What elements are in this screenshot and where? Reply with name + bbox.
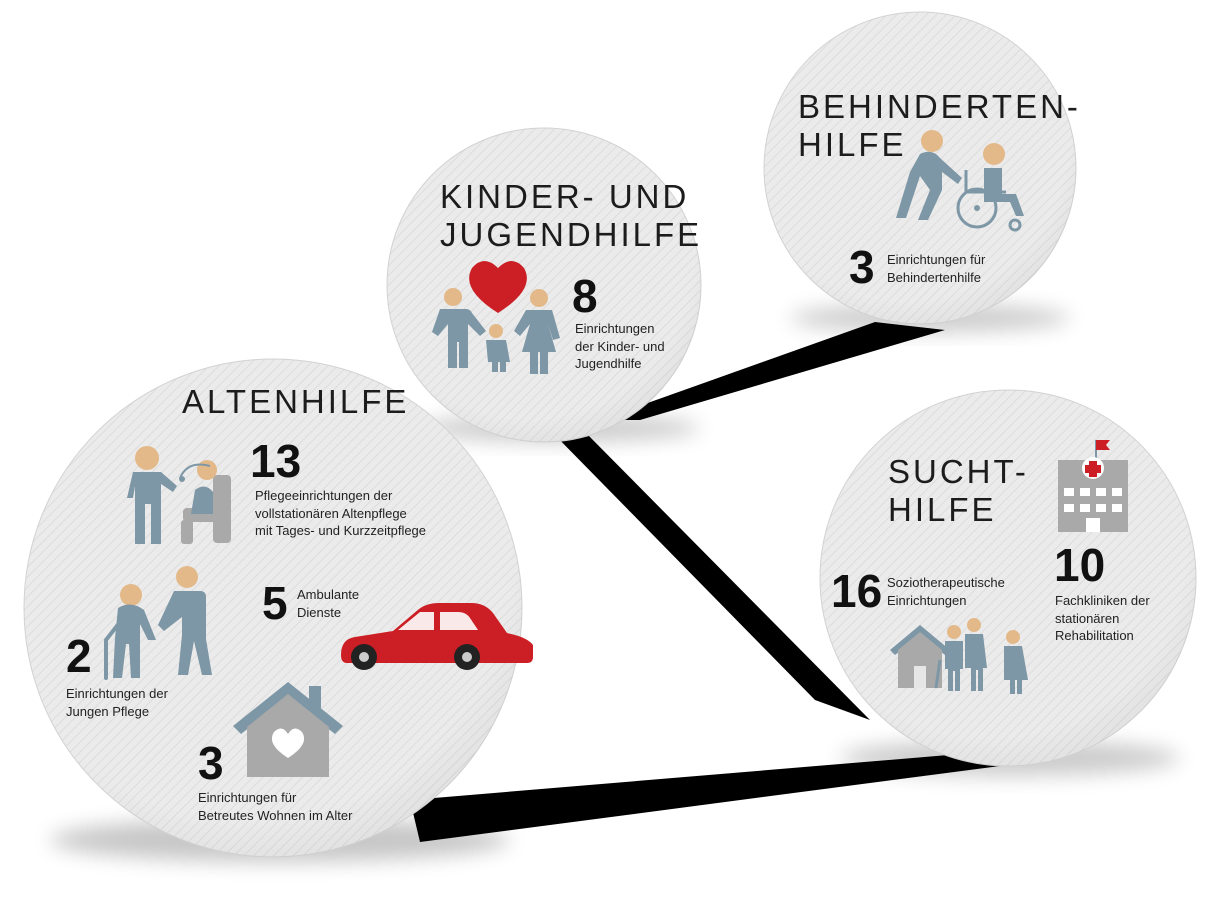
betreutes-wohnen-label-line2: Betreutes Wohnen im Alter <box>198 807 353 823</box>
pflege-count: 13 <box>250 435 302 487</box>
behinderten-label-line1: Einrichtungen für <box>887 252 986 267</box>
junge-pflege-count: 2 <box>66 630 92 682</box>
sucht-title-line1: SUCHT- <box>888 453 1029 490</box>
car-icon <box>341 603 533 670</box>
connector-kinder-behinderten <box>600 322 945 420</box>
connector-alten-sucht <box>410 753 1000 842</box>
kinder-label-line1: Einrichtungen <box>575 321 655 336</box>
kliniken-count: 10 <box>1054 539 1106 591</box>
sucht-title: SUCHT- HILFE <box>888 453 1029 529</box>
behinderten-count: 3 <box>849 241 875 293</box>
betreutes-wohnen-count: 3 <box>198 737 224 789</box>
behinderten-label: Einrichtungen für Behindertenhilfe <box>887 251 985 286</box>
kliniken-label-line3: Rehabilitation <box>1055 628 1134 644</box>
junge-pflege-label-line1: Einrichtungen der <box>66 686 168 701</box>
kinder-label: Einrichtungen der Kinder- und Jugendhilf… <box>575 320 665 373</box>
kliniken-label: Fachkliniken der stationären Rehabilitat… <box>1055 592 1150 645</box>
behinderten-title-line1: BEHINDERTEN- <box>798 88 1081 125</box>
house-heart-icon <box>233 682 343 777</box>
family-heart-icon <box>432 261 560 374</box>
connectors <box>410 322 1000 842</box>
kliniken-label-line1: Fachkliniken der <box>1055 593 1150 608</box>
behinderten-title-line2: HILFE <box>798 125 907 163</box>
kinder-title-line2: JUGENDHILFE <box>440 215 703 253</box>
hospital-icon <box>1058 440 1128 532</box>
connector-kinder-sucht <box>548 428 870 720</box>
junge-pflege-label: Einrichtungen der Jungen Pflege <box>66 685 168 720</box>
pflege-label-line3: mit Tages- und Kurzzeitpflege <box>255 523 427 539</box>
senior-walking-icon <box>104 566 212 680</box>
altenhilfe-title: ALTENHILFE <box>182 383 410 420</box>
pflege-label: Pflegeeinrichtungen der vollstationären … <box>255 487 426 540</box>
kinder-title: KINDER- UND JUGENDHILFE <box>440 178 702 254</box>
kinder-label-line3: Jugendhilfe <box>575 356 642 372</box>
junge-pflege-label-line2: Jungen Pflege <box>66 703 150 719</box>
kinder-count: 8 <box>572 270 598 322</box>
sozio-label-line2: Einrichtungen <box>887 592 967 608</box>
sozio-label: Soziotherapeutische Einrichtungen <box>887 574 1005 609</box>
kliniken-label-line2: stationären <box>1055 610 1120 626</box>
behinderten-title: BEHINDERTEN- HILFE <box>798 88 1081 164</box>
betreutes-wohnen-label-line1: Einrichtungen für <box>198 790 297 805</box>
ambulant-count: 5 <box>262 577 288 629</box>
sucht-title-line2: HILFE <box>888 490 997 528</box>
pflege-label-line1: Pflegeeinrichtungen der <box>255 488 393 503</box>
wheelchair-icon <box>896 130 1024 232</box>
pflege-label-line2: vollstationären Altenpflege <box>255 505 407 521</box>
kinder-label-line2: der Kinder- und <box>575 338 665 354</box>
ambulant-label: Ambulante Dienste <box>297 586 359 621</box>
sozio-label-line1: Soziotherapeutische <box>887 575 1005 590</box>
sozio-count: 16 <box>831 565 883 617</box>
betreutes-wohnen-label: Einrichtungen für Betreutes Wohnen im Al… <box>198 789 352 824</box>
kinder-title-line1: KINDER- UND <box>440 178 690 215</box>
caregiver-senior-icon <box>127 446 231 544</box>
behinderten-label-line2: Behindertenhilfe <box>887 269 981 285</box>
ambulant-label-line1: Ambulante <box>297 587 360 602</box>
ambulant-label-line2: Dienste <box>297 604 342 620</box>
house-people-icon <box>890 618 1028 694</box>
